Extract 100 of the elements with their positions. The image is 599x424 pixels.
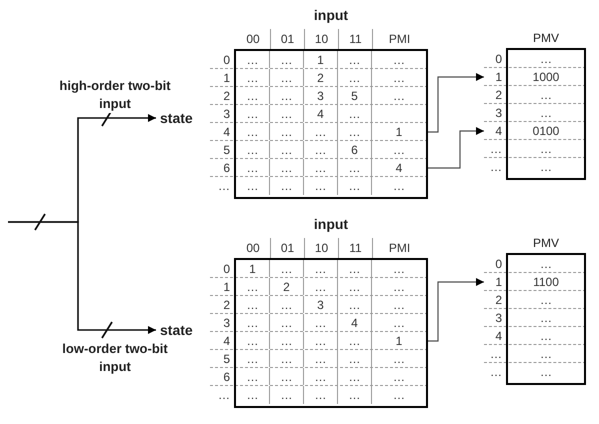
row-index: … [490, 159, 502, 175]
arrow [428, 73, 484, 133]
column-header: 10 [314, 240, 328, 257]
table-cell: … [280, 387, 292, 403]
table-cell: … [540, 140, 552, 156]
table-cell: 5 [351, 88, 358, 104]
table-cell: … [246, 296, 258, 312]
table-cell: … [246, 124, 258, 140]
table-cell: 1 [249, 260, 256, 276]
row-index: 3 [495, 310, 502, 326]
table-cell: … [314, 314, 326, 330]
table-cell: 6 [351, 142, 358, 158]
table-cell: … [393, 178, 405, 194]
table-cell: … [348, 332, 360, 348]
table-cell: 4 [396, 160, 402, 176]
row-index: 2 [495, 86, 502, 102]
table-cell: … [348, 52, 360, 68]
table-cell: … [540, 86, 552, 102]
table-cell: … [280, 106, 292, 122]
table-cell: … [280, 124, 292, 140]
table-cell: … [280, 142, 292, 158]
table-cell: … [540, 346, 552, 362]
table-heading: input [314, 6, 348, 25]
table-heading: PMV [532, 30, 559, 46]
table-cell: … [246, 278, 258, 294]
table-cell: … [540, 104, 552, 120]
table-cell: … [280, 260, 292, 276]
column-header: 00 [246, 31, 260, 48]
table-cell: … [393, 296, 405, 312]
table-cell: … [246, 70, 258, 86]
column-header: 11 [349, 31, 362, 48]
table-cell: 1100 [533, 274, 559, 290]
table-cell: … [314, 160, 326, 176]
table-cell: … [280, 368, 292, 384]
table-cell: 1 [317, 52, 324, 68]
column-header: PMI [388, 31, 410, 48]
vector-table [484, 239, 586, 385]
table-cell: 3 [317, 296, 324, 312]
table-heading: input [314, 215, 348, 234]
table-cell: … [246, 178, 258, 194]
table-cell: … [314, 260, 326, 276]
table-cell: … [540, 50, 552, 66]
table-cell: … [246, 350, 258, 366]
table-cell: … [246, 314, 258, 330]
state-label: state [160, 321, 193, 339]
row-index: 0 [495, 256, 502, 272]
row-index: 2 [223, 88, 230, 104]
table-cell: … [348, 178, 360, 194]
table-cell: … [348, 296, 360, 312]
table-cell: 4 [317, 106, 324, 122]
table-cell: 2 [317, 70, 324, 86]
column-header: PMI [388, 240, 410, 257]
row-index: 3 [495, 104, 502, 120]
row-index: 0 [223, 260, 230, 276]
table-cell: … [246, 368, 258, 384]
table-cell: … [280, 350, 292, 366]
row-index: 4 [223, 124, 230, 140]
table-cell: … [348, 70, 360, 86]
table-cell: … [246, 88, 258, 104]
table-heading: PMV [532, 235, 559, 251]
arrow [428, 278, 484, 342]
row-index: 5 [223, 142, 230, 158]
table-cell: … [314, 278, 326, 294]
row-index: 3 [223, 106, 230, 122]
table-cell: … [348, 260, 360, 276]
row-index: … [218, 387, 230, 403]
table-cell: … [314, 178, 326, 194]
table-cell: … [348, 368, 360, 384]
row-index: … [490, 364, 502, 380]
table-cell: … [314, 332, 326, 348]
row-index: 4 [495, 122, 502, 138]
table-cell: … [540, 328, 552, 344]
table-cell: … [246, 106, 258, 122]
row-index: 0 [495, 50, 502, 66]
column-header: 01 [280, 31, 294, 48]
table-cell: … [393, 260, 405, 276]
row-index: 0 [223, 52, 230, 68]
table-cell: … [280, 88, 292, 104]
table-cell: … [314, 350, 326, 366]
table-cell: … [393, 278, 405, 294]
column-header: 01 [280, 240, 294, 257]
table-cell: 4 [351, 314, 358, 330]
table-cell: … [246, 387, 258, 403]
table-cell: … [348, 106, 360, 122]
table-cell: … [393, 387, 405, 403]
table-cell: … [348, 160, 360, 176]
table-cell: … [393, 368, 405, 384]
table-cell: … [348, 278, 360, 294]
table-cell: … [393, 88, 405, 104]
table-cell: … [280, 296, 292, 312]
table-cell: … [280, 332, 292, 348]
table-cell: … [280, 52, 292, 68]
table-cell: … [280, 70, 292, 86]
table-cell: … [314, 142, 326, 158]
table-cell: … [280, 160, 292, 176]
row-index: 4 [495, 328, 502, 344]
row-index: 2 [495, 292, 502, 308]
table-cell: … [540, 364, 552, 380]
table-cell: … [280, 178, 292, 194]
row-index: 6 [223, 160, 230, 176]
